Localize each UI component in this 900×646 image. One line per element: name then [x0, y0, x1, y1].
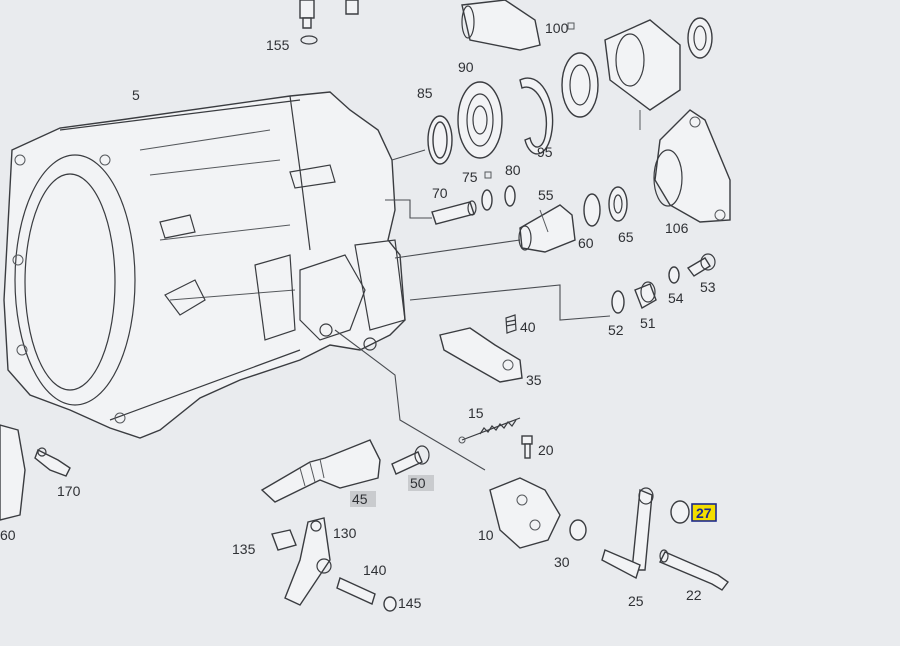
washer-54[interactable]: [668, 266, 680, 284]
ring-65-inner: [613, 194, 623, 214]
label-80[interactable]: 80: [505, 162, 521, 178]
label-30[interactable]: 30: [554, 554, 570, 570]
label-35[interactable]: 35: [526, 372, 542, 388]
plug-51[interactable]: [634, 281, 657, 310]
label-145[interactable]: 145: [398, 595, 422, 611]
nut-30[interactable]: [569, 519, 587, 541]
label-45[interactable]: 45: [352, 491, 368, 507]
lever-130[interactable]: [284, 517, 332, 606]
label-130[interactable]: 130: [333, 525, 357, 541]
ring-60[interactable]: [583, 193, 601, 227]
bolt-50[interactable]: [391, 445, 430, 475]
clip-135[interactable]: [271, 529, 297, 551]
label-20[interactable]: 20: [538, 442, 554, 458]
label-95[interactable]: 95: [537, 144, 553, 160]
label-55[interactable]: 55: [538, 187, 554, 203]
label-106[interactable]: 106: [665, 220, 689, 236]
lever-35[interactable]: [439, 327, 523, 383]
sensor-170[interactable]: [34, 447, 71, 477]
ring-80[interactable]: [504, 185, 516, 207]
ring-52[interactable]: [611, 290, 625, 314]
shaft-bearing-90[interactable]: [461, 0, 541, 51]
bearing-90[interactable]: [457, 81, 503, 159]
label-52[interactable]: 52: [608, 322, 624, 338]
flange-top[interactable]: [604, 17, 713, 130]
selector-shaft-25[interactable]: [601, 487, 654, 580]
label-51[interactable]: 51: [640, 315, 656, 331]
ring-85-inner: [432, 121, 448, 159]
label-50[interactable]: 50: [410, 475, 426, 491]
label-53[interactable]: 53: [700, 279, 716, 295]
label-65[interactable]: 65: [618, 229, 634, 245]
screw-53[interactable]: [686, 253, 716, 277]
label-25[interactable]: 25: [628, 593, 644, 609]
output-flange-106[interactable]: [653, 109, 731, 223]
label-5[interactable]: 5: [132, 87, 140, 103]
shaft-22[interactable]: [659, 549, 729, 591]
bracket-10[interactable]: [489, 477, 561, 549]
nut-27[interactable]: [670, 500, 690, 524]
label-15[interactable]: 15: [468, 405, 484, 421]
label-85[interactable]: 85: [417, 85, 433, 101]
ring-65[interactable]: [608, 186, 628, 222]
callout-labels: 5 155 90 100 85 95 70 75 80 55 60 65 106…: [0, 20, 716, 611]
label-75[interactable]: 75: [462, 169, 478, 185]
tag-45-bg: [350, 491, 376, 507]
leader-lines: [334, 149, 611, 471]
housing-fragment-160[interactable]: [0, 424, 26, 521]
label-27[interactable]: 27: [696, 505, 712, 521]
piston-55[interactable]: [518, 204, 576, 253]
label-54[interactable]: 54: [668, 290, 684, 306]
label-70[interactable]: 70: [432, 185, 448, 201]
pin-70[interactable]: [431, 200, 477, 225]
bolt-20[interactable]: [521, 435, 533, 459]
label-140[interactable]: 140: [363, 562, 387, 578]
marker-75: [484, 171, 492, 179]
valve-45[interactable]: [260, 439, 381, 503]
label-100[interactable]: 100: [545, 20, 569, 36]
label-22[interactable]: 22: [686, 587, 702, 603]
label-90[interactable]: 90: [458, 59, 474, 75]
washer-145[interactable]: [383, 596, 397, 612]
marker-100: [567, 22, 575, 30]
transmission-housing[interactable]: [3, 91, 406, 439]
label-60-left[interactable]: 60: [0, 527, 16, 543]
tag-50-bg: [408, 475, 434, 491]
label-135[interactable]: 135: [232, 541, 256, 557]
ring-75[interactable]: [481, 189, 493, 211]
pin-140[interactable]: [336, 577, 376, 605]
label-10[interactable]: 10: [478, 527, 494, 543]
spring-40[interactable]: [505, 314, 517, 334]
label-40[interactable]: 40: [520, 319, 536, 335]
bolt-155[interactable]: [299, 0, 359, 45]
label-155[interactable]: 155: [266, 37, 290, 53]
seal-100[interactable]: [561, 52, 599, 118]
highlighted-callout-27[interactable]: 27: [691, 503, 717, 522]
label-60[interactable]: 60: [578, 235, 594, 251]
spring-rod-15[interactable]: [458, 417, 521, 444]
label-170[interactable]: 170: [57, 483, 81, 499]
snap-ring-95[interactable]: [519, 77, 554, 155]
